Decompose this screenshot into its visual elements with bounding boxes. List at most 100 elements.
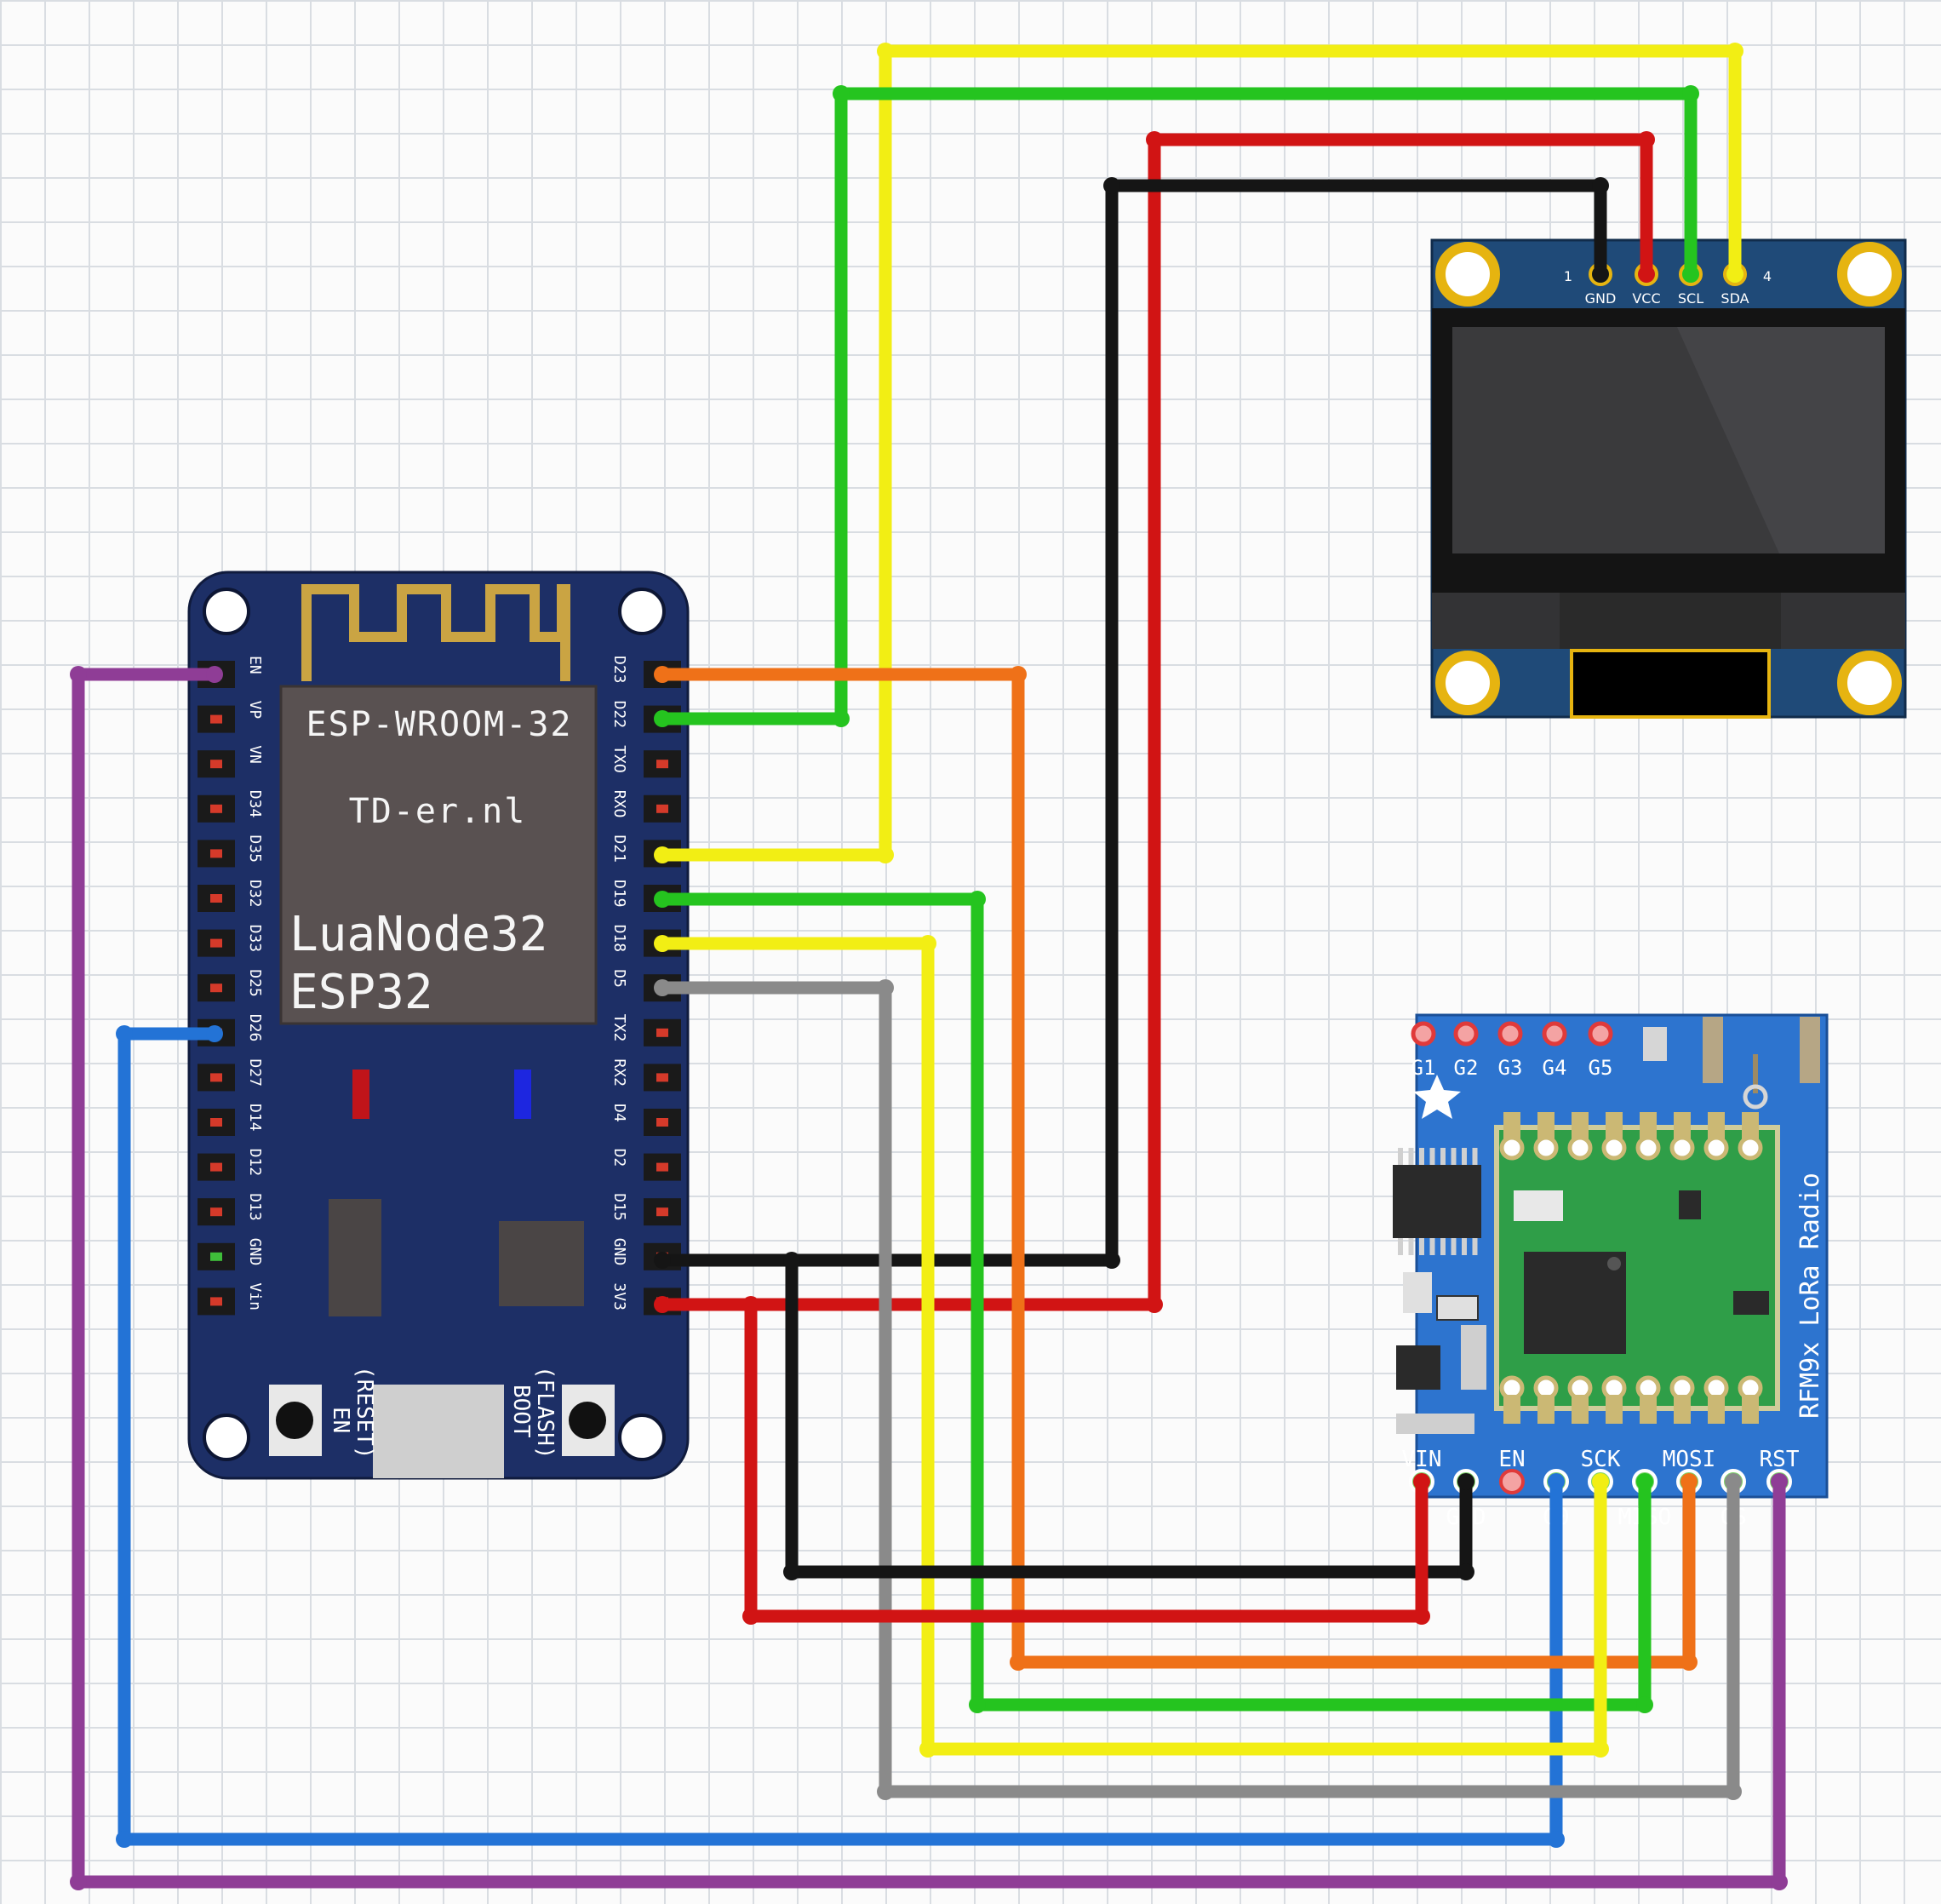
wire-bend [206,1025,223,1042]
module-name: ESP-WROOM-32 [306,705,573,744]
castellation [1738,1135,1763,1161]
esp-left-pin-label: D12 [246,1149,264,1177]
wire-bend [1682,266,1699,283]
castellation [1533,1135,1559,1161]
ic-leg [1408,1148,1414,1165]
rfm-top-pin-label: G4 [1543,1056,1567,1080]
esp-right-pin-pad [656,1118,668,1127]
board-chip: ESP32 [289,965,433,1020]
esp-left-pin-pad [210,1297,222,1306]
rfm-pin-label: RST [1760,1447,1800,1472]
castellation [1537,1395,1555,1424]
wire-bend [1103,1252,1120,1269]
wire-bend [1592,177,1609,194]
wire-bend [833,710,850,727]
wire-bend [1680,1654,1698,1671]
wire-bend [877,1783,894,1800]
rfm-pin-label: EN [1498,1447,1525,1472]
esp-left-pin-pad [210,1073,222,1082]
wire-bend [654,935,671,952]
esp-right-pin-label: D21 [610,834,628,863]
wire-bend [1592,1741,1609,1758]
ic-leg [1462,1238,1467,1255]
ic-leg [1429,1238,1435,1255]
wire-bend [1725,1783,1742,1800]
rfm-pin-label: VIN [1402,1447,1442,1472]
esp-right-pin-pad [656,1028,668,1037]
castellation [1742,1112,1759,1141]
reset-button[interactable] [276,1402,313,1439]
wire-bend [877,979,894,996]
esp-right-pin-pad [656,1073,668,1082]
wire-bend [1592,1473,1609,1490]
esp-left-pin-pad [210,804,222,813]
ic-leg [1398,1148,1403,1165]
rfm-chip [1393,1165,1481,1238]
wires [70,43,1788,1890]
rfm-pin-label: SCK [1581,1447,1621,1472]
esp-left-pin-pad [210,938,222,948]
esp-right-pin-label: D22 [610,701,628,729]
wire-bend [877,43,894,60]
esp-left-pin-label: D35 [246,834,264,863]
esp-right-pin-label: D2 [610,1149,628,1167]
esp-right-pin-label: D5 [610,969,628,988]
wire-bend [654,891,671,908]
castellation [1499,1135,1525,1161]
esp-left-pin-label: D32 [246,880,264,908]
esp-right-pin-label: D4 [610,1104,628,1122]
ic-leg [1440,1238,1446,1255]
wire-bend [1638,266,1655,283]
boot-label-2: (FLASH) [532,1366,558,1460]
esp-left-pin-pad [210,714,222,724]
wire-gnd-black-rfm [785,1260,1473,1579]
rfm-top-pin-g3 [1497,1021,1523,1047]
esp-right-pin-label: TX2 [610,1014,628,1042]
esp-left-pin-label: GND [246,1238,264,1266]
oled-mark-1: 1 [1564,268,1572,284]
wire-bend [919,935,936,952]
adafruit-star-icon [1413,1075,1461,1119]
wire-bend [654,710,671,727]
castellation [1742,1395,1759,1424]
boot-button[interactable] [569,1402,606,1439]
esp-left-pin-pad [210,849,222,858]
reset-label-1: EN [328,1407,353,1433]
castellation [1503,1112,1520,1141]
esp-right-pin-pad [656,1207,668,1217]
wire-bend [1636,1473,1653,1490]
esp-left-pin-label: D34 [246,790,264,818]
board-model: LuaNode32 [289,907,547,962]
esp-left-pin-pad [210,760,222,769]
wire-bend [654,1252,671,1269]
esp-right-pin-label: D15 [610,1193,628,1221]
ic-leg [1408,1238,1414,1255]
wire-bend [1725,1473,1742,1490]
ic-leg [1440,1148,1446,1165]
wire-bend [1146,1296,1163,1313]
wire-bend [1010,666,1027,683]
reset-label-2: (RESET) [352,1366,377,1460]
esp-left-pin-pad [210,1162,222,1172]
castellation [1635,1135,1661,1161]
wire-bend [1680,1473,1698,1490]
oled-pin-label: VCC [1632,290,1660,307]
esp-left-pin-pad [210,894,222,903]
castellation [1567,1135,1593,1161]
usb-connector [373,1385,504,1478]
esp-left-pin-pad [210,1207,222,1217]
castellation [1674,1395,1691,1424]
module-url: TD-er.nl [349,792,527,831]
wire-bend [116,1025,133,1042]
oled-pin-label: SDA [1721,290,1749,307]
rfm-pin-label: MOSI [1663,1447,1716,1472]
wire-bend [783,1563,800,1580]
castellation [1708,1395,1725,1424]
ic-leg [1429,1148,1435,1165]
rfm-bottom-pin [1499,1469,1525,1494]
wire-bend [70,1873,87,1890]
esp-right-pin-label: RX2 [610,1058,628,1087]
